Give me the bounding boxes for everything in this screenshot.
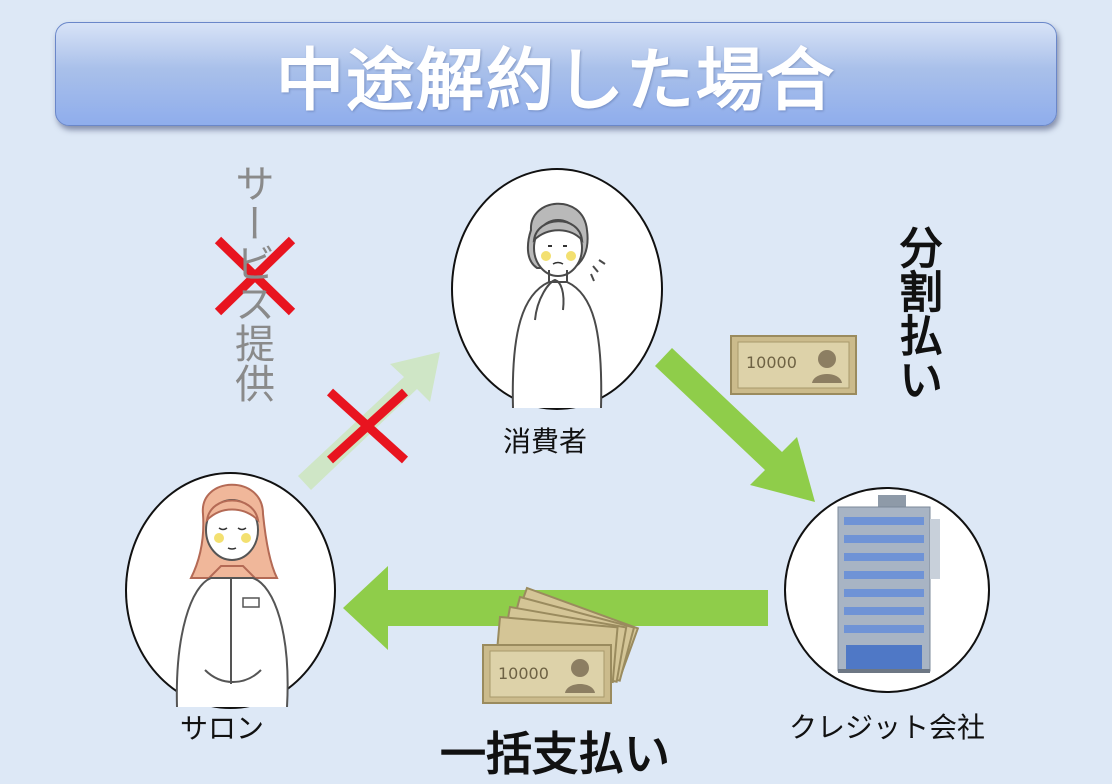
consumer-circle bbox=[451, 168, 663, 410]
page-title: 中途解約した場合 bbox=[275, 41, 836, 121]
cancel-arrow-cross-icon bbox=[326, 388, 409, 464]
salon-staff-icon bbox=[175, 483, 289, 707]
salon-label: サロン bbox=[180, 712, 265, 745]
installment-arrow bbox=[655, 348, 815, 502]
office-building-icon bbox=[837, 495, 940, 673]
salon-circle bbox=[125, 472, 336, 709]
consumer-label: 消費者 bbox=[503, 425, 588, 458]
worried-woman-icon bbox=[511, 202, 606, 408]
lump-sum-label: 一括支払い bbox=[440, 727, 670, 781]
title-banner: 中途解約した場合 bbox=[55, 22, 1057, 126]
credit-company-label: クレジット会社 bbox=[789, 711, 986, 744]
banknote-stack-value: 10000 bbox=[498, 664, 549, 683]
service-label: サービス提供 bbox=[228, 163, 274, 403]
banknote-icon: 10000 bbox=[730, 335, 857, 395]
credit-company-circle bbox=[784, 487, 990, 693]
banknote-stack-icon: 10000 bbox=[482, 585, 642, 705]
cancel-cross-icon bbox=[214, 236, 296, 316]
installment-label: 分割払い bbox=[891, 225, 942, 401]
banknote-value: 10000 bbox=[746, 353, 797, 372]
